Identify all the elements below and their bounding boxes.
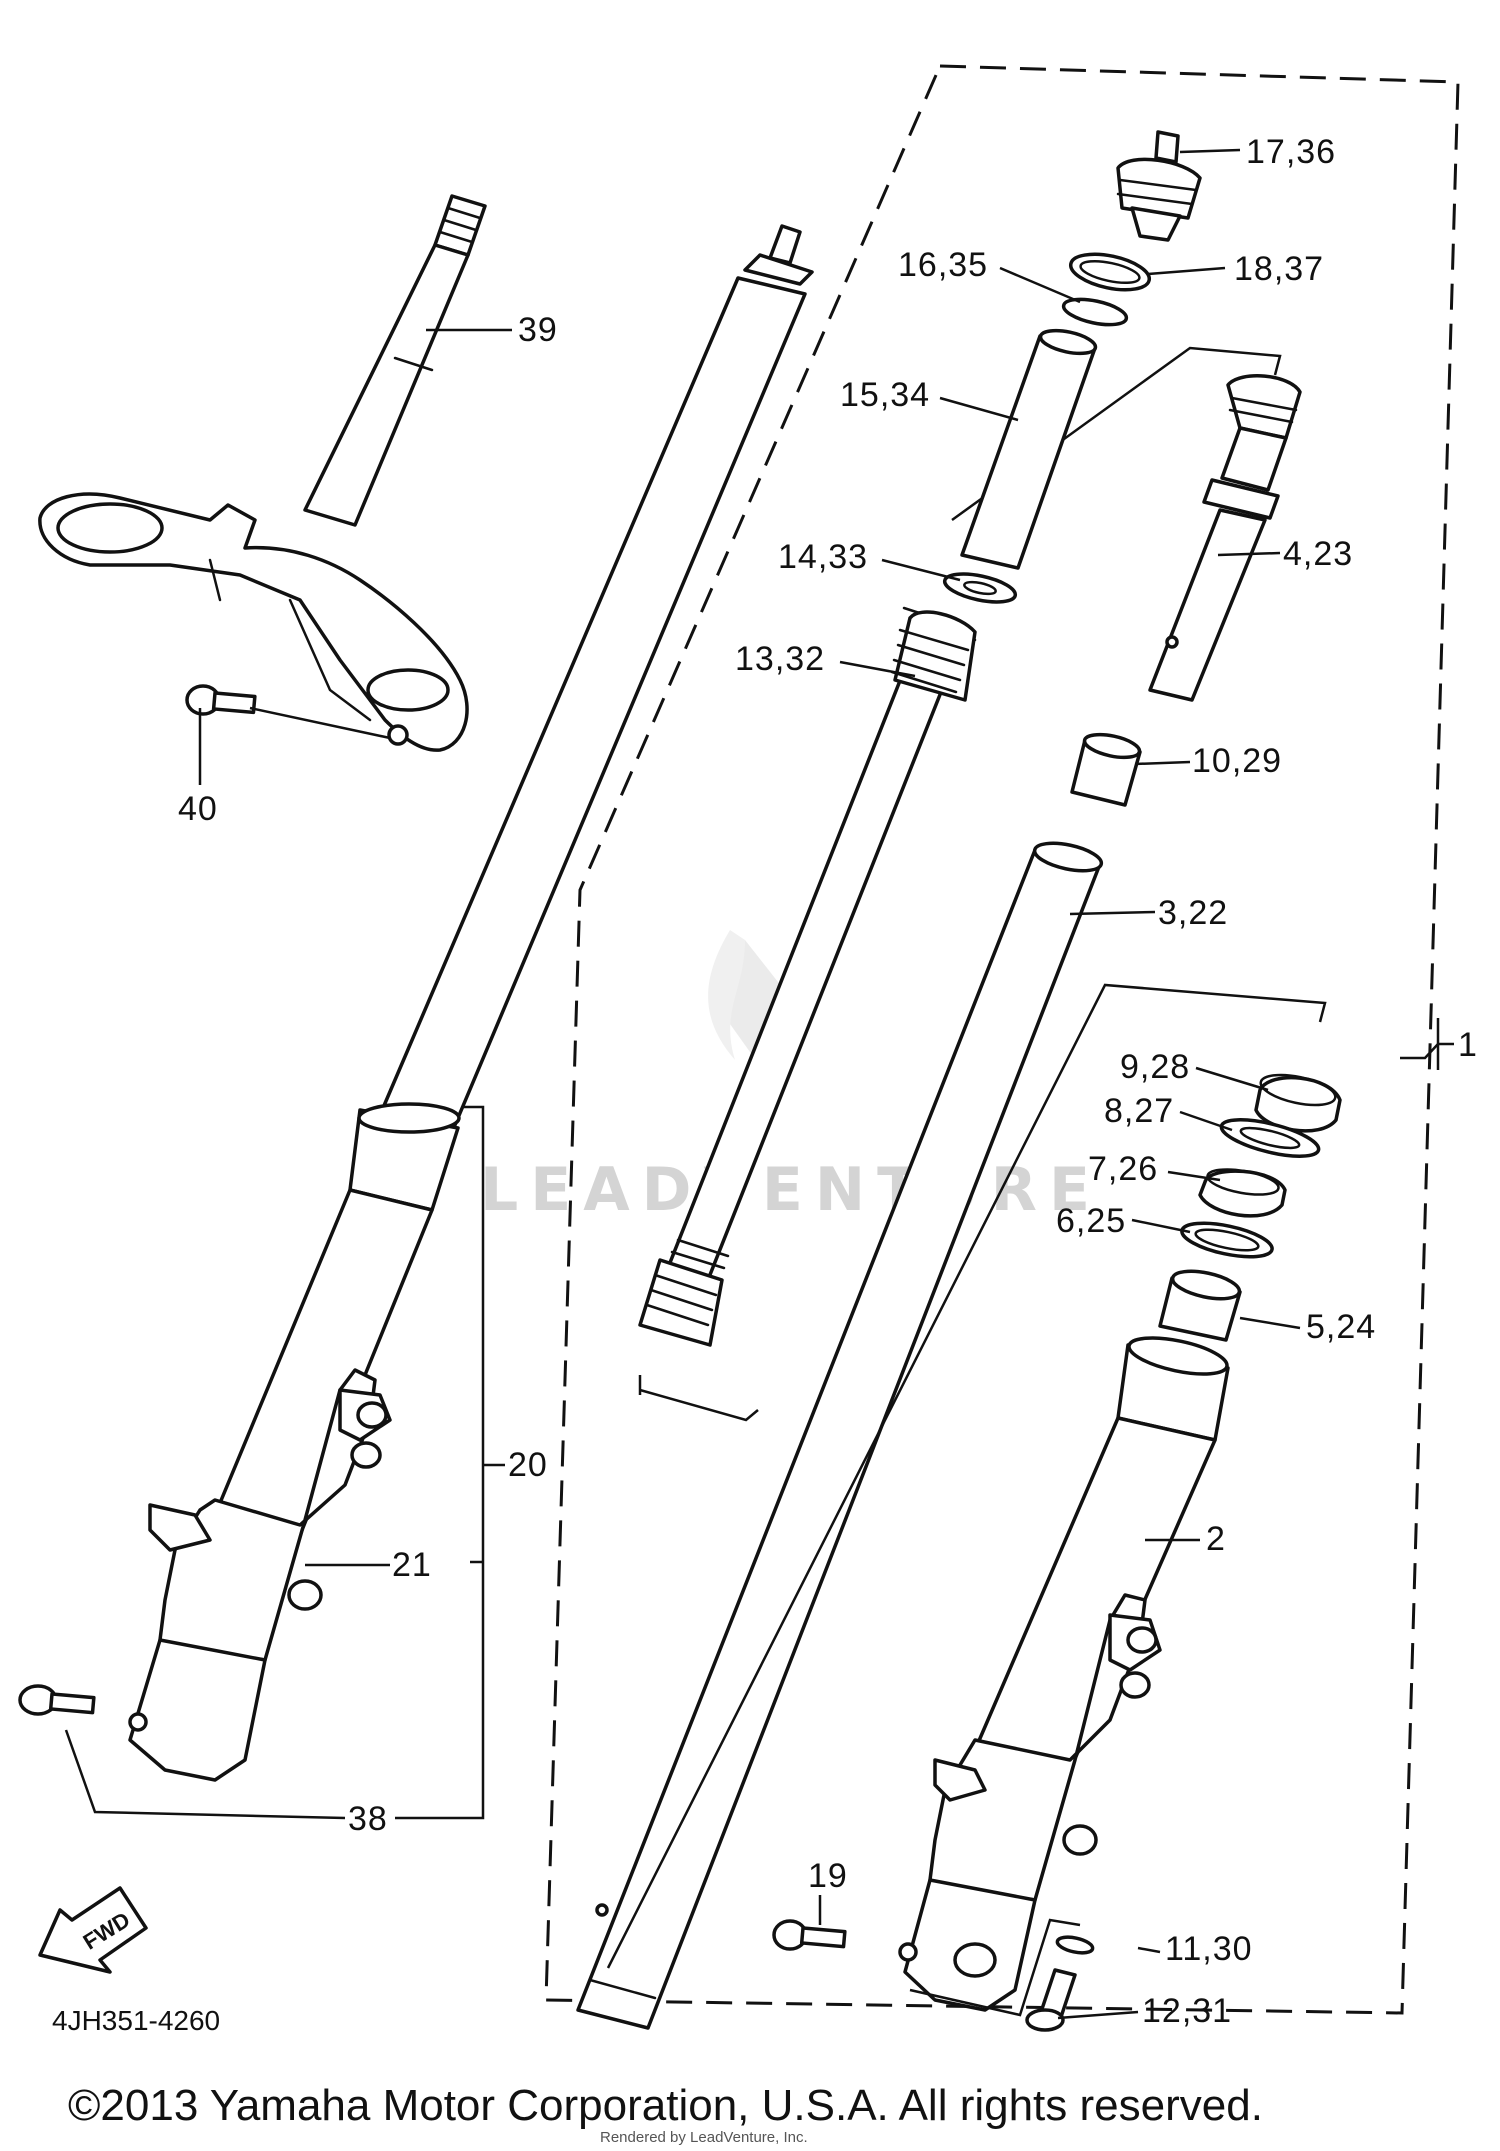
callout-19: 19 xyxy=(808,1857,848,1895)
callout-10-29: 10,29 xyxy=(1192,742,1282,780)
callout-8-27: 8,27 xyxy=(1104,1092,1174,1130)
callout-17-36: 17,36 xyxy=(1246,133,1336,171)
callout-14-33: 14,33 xyxy=(778,538,868,576)
callout-18-37: 18,37 xyxy=(1234,250,1324,288)
callout-2: 2 xyxy=(1206,1520,1226,1558)
leader-lines xyxy=(64,148,1454,2020)
inner-tube-part xyxy=(576,841,1104,2030)
copyright-notice: ©2013 Yamaha Motor Corporation, U.S.A. A… xyxy=(68,2081,1263,2130)
callout-labels: 17,36 18,37 16,35 15,34 14,33 13,32 4,23… xyxy=(178,133,1478,2030)
outer-tube-part xyxy=(898,1336,1230,2017)
diagram-code: 4JH351-4260 xyxy=(52,2005,220,2036)
left-fork-assembly-part xyxy=(128,224,814,1782)
callout-1: 1 xyxy=(1458,1026,1478,1064)
fwd-arrow-icon: FWD xyxy=(38,1886,148,1974)
callout-6-25: 6,25 xyxy=(1056,1202,1126,1240)
dust-seal-part xyxy=(1254,1073,1342,1133)
callout-11-30: 11,30 xyxy=(1165,1930,1253,1968)
seal-kit-bracket xyxy=(606,983,1327,1969)
oil-seal-part xyxy=(1198,1168,1287,1218)
gasket-part xyxy=(1055,1935,1095,1955)
steering-stem-part xyxy=(38,194,487,752)
callout-38: 38 xyxy=(348,1800,388,1838)
fork-spring-part xyxy=(638,606,977,1422)
callout-21: 21 xyxy=(392,1546,432,1584)
callout-9-28: 9,28 xyxy=(1120,1048,1190,1086)
callout-16-35: 16,35 xyxy=(898,246,988,284)
callout-40: 40 xyxy=(178,790,218,828)
callout-4-23: 4,23 xyxy=(1283,535,1353,573)
callout-39: 39 xyxy=(518,311,558,349)
damper-rod-part xyxy=(951,346,1302,702)
slide-metal-part xyxy=(1158,1269,1242,1342)
assembly-boundary xyxy=(544,64,1460,2015)
callout-12-31: 12,31 xyxy=(1142,1992,1232,2030)
bolt-38-part xyxy=(18,1684,96,1716)
washer-6-part xyxy=(1180,1221,1274,1259)
callout-5-24: 5,24 xyxy=(1306,1308,1376,1346)
cap-bolt-part xyxy=(1116,130,1202,242)
washer-16-part xyxy=(1061,297,1129,327)
rendered-by-note: Rendered by LeadVenture, Inc. xyxy=(600,2129,808,2146)
bolt-19-part xyxy=(772,1919,847,1951)
watermark-text: LEADVENTURE xyxy=(480,1155,1102,1225)
bracket-20 xyxy=(395,1105,485,1820)
damper-seat-part xyxy=(1070,732,1142,807)
callout-7-26: 7,26 xyxy=(1088,1150,1158,1188)
callout-20: 20 xyxy=(508,1446,548,1484)
washer-14-part xyxy=(942,572,1018,604)
callout-3-22: 3,22 xyxy=(1158,894,1228,932)
callout-13-32: 13,32 xyxy=(735,640,825,678)
callout-15-34: 15,34 xyxy=(840,376,930,414)
drain-bolt-part xyxy=(1025,1968,1077,2032)
spacer-pipe-part xyxy=(960,328,1098,570)
o-ring-part xyxy=(1068,252,1152,292)
bolt-40-part xyxy=(185,684,257,716)
